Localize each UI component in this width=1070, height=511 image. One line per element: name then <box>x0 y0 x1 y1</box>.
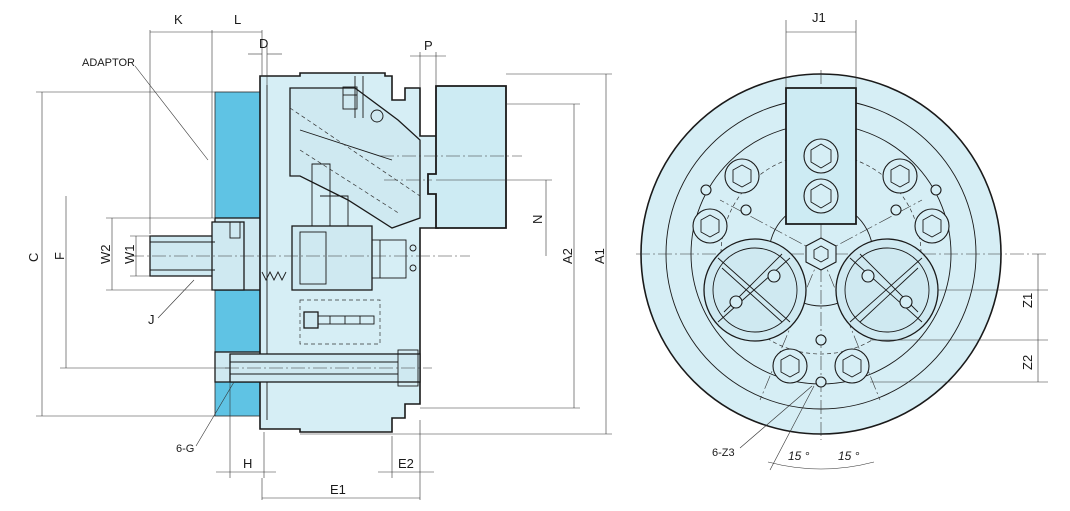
front-view: J1 Z1 Z2 6-Z3 15 ° 15 ° <box>636 10 1048 471</box>
label-L: L <box>234 12 241 27</box>
label-angle-right: 15 ° <box>838 449 860 463</box>
right-bore <box>835 238 939 342</box>
piston <box>291 225 373 291</box>
label-adaptor: ADAPTOR <box>82 57 135 69</box>
pin-holes <box>700 184 942 388</box>
label-F: F <box>52 252 67 260</box>
label-W1: W1 <box>122 245 137 265</box>
cap-screw-holes <box>692 158 950 384</box>
label-P: P <box>424 38 433 53</box>
label-W2: W2 <box>98 245 113 265</box>
label-E1: E1 <box>330 482 346 497</box>
label-H: H <box>243 456 252 471</box>
label-N: N <box>530 215 545 224</box>
label-6-Z3: 6-Z3 <box>712 447 735 459</box>
label-A2: A2 <box>560 248 575 264</box>
wedge-cavity <box>289 87 421 229</box>
label-A1: A1 <box>592 248 607 264</box>
label-J1: J1 <box>812 10 826 25</box>
label-K: K <box>174 12 183 27</box>
label-Z1: Z1 <box>1020 293 1035 308</box>
label-Z2: Z2 <box>1020 355 1035 370</box>
label-E2: E2 <box>398 456 414 471</box>
label-C: C <box>26 253 41 262</box>
side-view: K L D P ADAPTOR C F W2 W1 J N A2 A1 6-G … <box>26 12 612 500</box>
label-6-G: 6-G <box>176 443 194 455</box>
label-angle-left: 15 ° <box>788 449 810 463</box>
label-D: D <box>259 36 268 51</box>
left-bore <box>703 238 807 342</box>
top-jaw <box>427 85 507 229</box>
label-J: J <box>148 312 155 327</box>
